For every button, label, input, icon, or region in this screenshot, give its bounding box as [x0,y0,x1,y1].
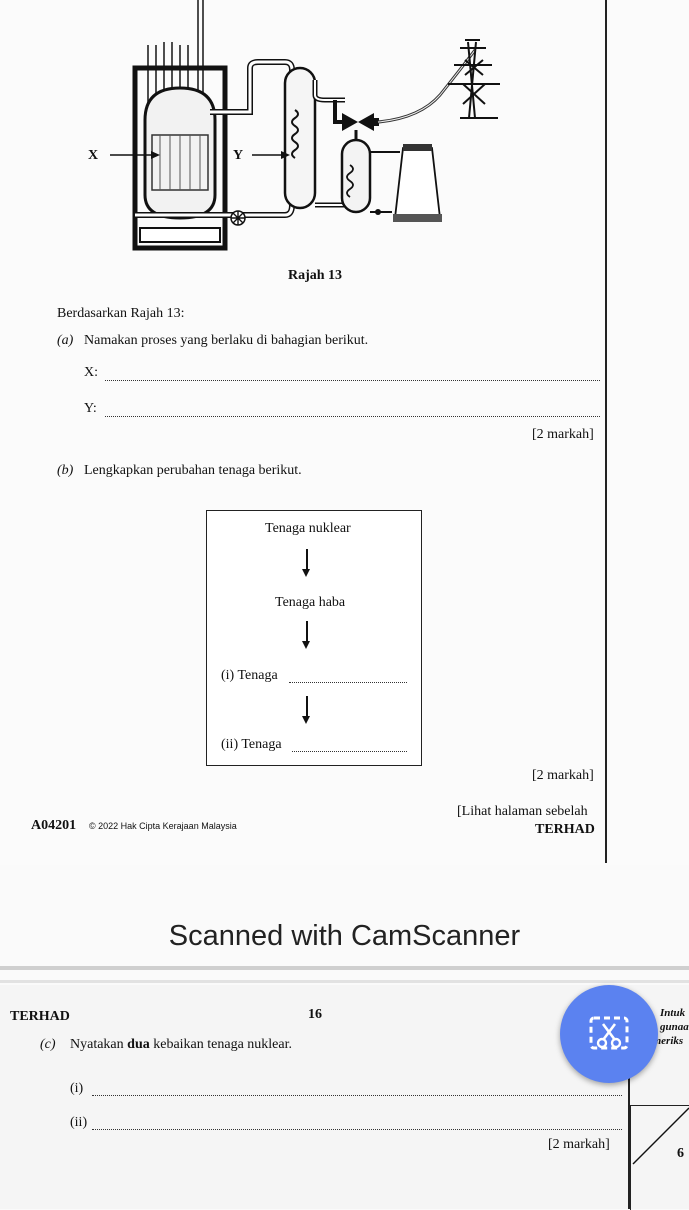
part-c-letter: (c) [40,1037,56,1052]
score-diagonal [632,1107,689,1165]
part-c-question-post: kebaikan tenaga nuklear. [149,1037,293,1052]
answer-c-ii-line[interactable] [92,1129,622,1130]
pump-icon [230,210,246,226]
part-a-question: Namakan proses yang berlaku di bahagian … [84,333,369,348]
part-b-marks: [2 markah] [532,768,594,784]
paper-code: A04201 [31,818,77,833]
score-total: 6 [677,1146,684,1161]
margin-note-2: gunaa [660,1021,689,1033]
see-next-page: [Lihat halaman sebelah [457,804,588,819]
energy-answer-ii-line[interactable] [292,751,407,752]
energy-step-ii: (ii) Tenaga [221,737,282,752]
scissors-crop-icon [589,1016,629,1050]
diagram-label-y: Y [233,148,244,163]
part-c-marks: [2 markah] [548,1137,610,1153]
part-b-letter: (b) [57,463,74,478]
transmission-line [377,49,477,124]
page-separator [0,966,689,970]
answer-c-i-line[interactable] [92,1095,622,1096]
part-a-marks: [2 markah] [532,427,594,443]
answer-x-label: X: [84,365,98,380]
energy-change-box: Tenaga nuklear Tenaga haba (i) Tenaga (i… [206,510,422,766]
part-b-question: Lengkapkan perubahan tenaga berikut. [84,463,302,478]
answer-y-line[interactable] [105,416,600,417]
part-c-question-pre: Nyatakan [70,1037,128,1052]
answer-x-line[interactable] [105,380,600,381]
energy-answer-i-line[interactable] [289,682,407,683]
terhad-header: TERHAD [10,1009,70,1024]
condenser [340,138,372,214]
page-right-border [605,0,607,863]
part-c-item-ii: (ii) [70,1115,88,1130]
figure-caption: Rajah 13 [288,268,343,283]
intro-text: Berdasarkan Rajah 13: [57,306,185,321]
nuclear-plant-diagram [110,0,500,251]
page-number: 16 [308,1007,322,1022]
terhad-footer: TERHAD [535,822,595,837]
turbine-icon [342,113,379,131]
cooling-tower-icon [393,144,442,222]
page-separator-light [0,980,689,983]
page2-right-border [628,1030,630,1209]
answer-y-label: Y: [84,401,97,416]
part-c-marks-text: [2 markah] [548,1137,610,1152]
camscanner-watermark: Scanned with CamScanner [168,920,521,952]
part-b-marks-text: [2 markah] [532,768,594,783]
part-c-item-i: (i) [70,1081,84,1096]
score-box: 6 [630,1105,689,1210]
energy-step-heat: Tenaga haba [275,595,346,610]
part-a-marks-text: [2 markah] [532,427,594,442]
part-c-question-bold: dua [127,1037,150,1052]
exam-page-15: X Y Rajah 13 Berdasarkan Rajah 13: (a) N… [31,0,607,863]
steam-generator [283,66,317,210]
heat-exchanger-coil [291,109,299,159]
copyright: © 2022 Hak Cipta Kerajaan Malaysia [89,821,237,831]
part-a-letter: (a) [57,333,74,348]
part-c-question: Nyatakan dua kebaikan tenaga nuklear. [70,1037,292,1053]
containment-building [132,65,228,251]
transmission-pylon-icon [448,39,500,119]
diagram-label-x: X [88,148,99,163]
margin-note-1: Intuk [660,1007,686,1019]
energy-step-i: (i) Tenaga [221,668,278,683]
energy-step-nuclear: Tenaga nuklear [265,521,351,536]
camscanner-button[interactable] [560,985,658,1083]
